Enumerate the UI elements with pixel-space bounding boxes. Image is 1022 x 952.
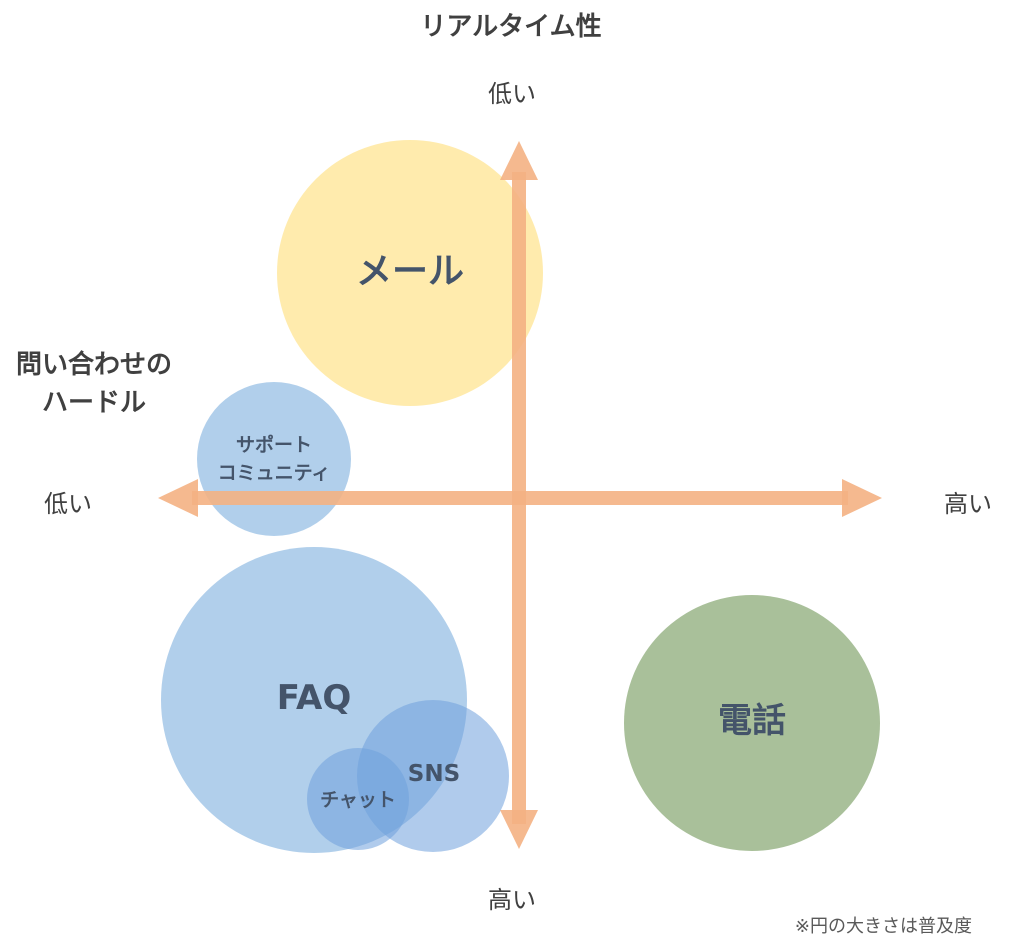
vertical-axis-top-arrowhead [500,141,538,180]
bubble-label-faq-line-1: FAQ [277,678,352,718]
horizontal-axis-line [192,491,848,505]
horizontal-axis-left-label: 低い [44,490,92,518]
bubble-label-chat-line-1: チャット [320,789,396,811]
bubbles-layer [161,140,880,853]
vertical-axis-bottom-label: 高い [488,886,536,914]
vertical-axis-bottom-arrowhead [500,810,538,849]
bubble-label-mail: メール [356,251,464,292]
bubble-label-chat: チャット [320,789,396,811]
bubble-label-faq: FAQ [277,678,352,718]
bubble-label-phone: 電話 [718,701,786,741]
horizontal-axis-title-line-1: 問い合わせの [16,350,173,380]
horizontal-axis-left-arrowhead [158,479,198,517]
vertical-axis-title: リアルタイム性 [420,12,602,42]
bubble-label-mail-line-1: メール [356,251,464,292]
bubble-label-phone-line-1: 電話 [718,701,786,741]
bubble-label-sns: SNS [408,761,460,787]
arrows-layer [158,141,882,849]
bubble-label-sns-line-1: SNS [408,761,460,787]
horizontal-axis-title: 問い合わせの ハードル [16,346,172,422]
footnote: ※円の大きさは普及度 [794,916,972,937]
bubble-chat [307,748,409,850]
bubble-phone [624,595,880,851]
vertical-axis-top-label: 低い [488,80,536,108]
horizontal-axis-right-label: 高い [944,490,992,518]
bubble-support-community [197,382,351,536]
horizontal-axis-title-line-2: ハードル [42,388,147,418]
horizontal-axis-right-arrowhead [842,479,882,517]
bubble-label-support-community: サポートコミュニティ [218,433,331,484]
bubble-label-support-community-line-1: サポート [236,433,312,456]
axis-arrows [158,141,882,849]
bubble-label-support-community-line-2: コミュニティ [218,462,331,484]
bubble-mail [277,140,543,406]
